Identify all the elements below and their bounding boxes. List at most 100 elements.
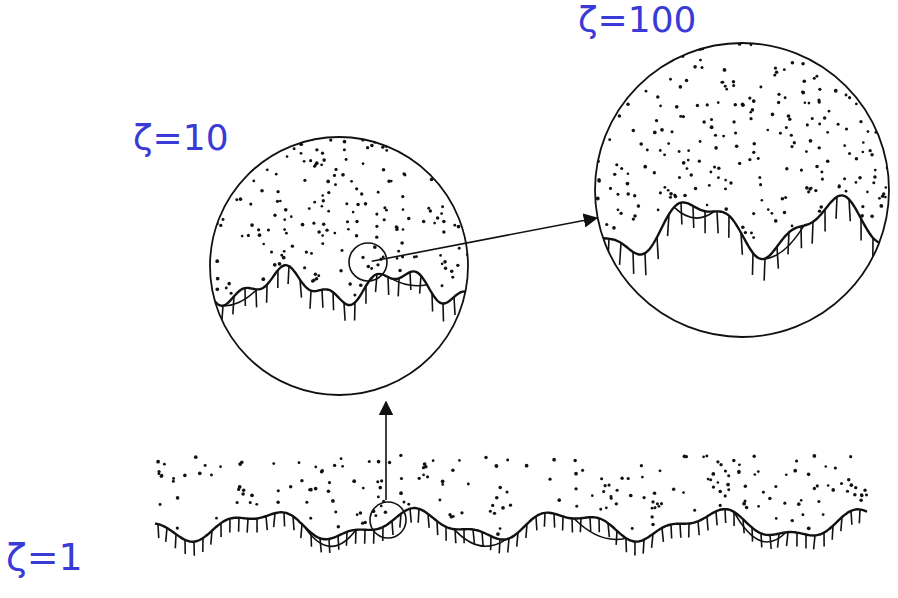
sediment-dot [407, 217, 411, 221]
sediment-dot [761, 199, 764, 202]
sediment-dot [847, 65, 850, 68]
trapped-pocket [734, 512, 786, 542]
sediment-dot [618, 63, 622, 67]
solid-hatch [778, 534, 779, 548]
sediment-dot [387, 180, 390, 183]
sediment-dot [403, 174, 406, 177]
solid-hatch [535, 516, 537, 530]
sediment-dot [352, 211, 355, 214]
sediment-dot [467, 482, 470, 485]
sediment-dot [669, 78, 672, 81]
solid-hatch [688, 523, 690, 537]
sediment-dot [783, 211, 787, 215]
sediment-dot [745, 506, 749, 510]
sediment-dot [413, 255, 416, 258]
sediment-dot [783, 502, 786, 505]
sediment-dot [305, 501, 308, 504]
sediment-dot [699, 140, 702, 143]
sediment-dot [494, 464, 498, 468]
sediment-dot [837, 185, 840, 188]
sediment-dot [801, 91, 805, 95]
sediment-dot [176, 496, 180, 500]
sediment-dot [752, 99, 756, 103]
sediment-dot [653, 171, 656, 174]
sediment-dot [629, 494, 633, 498]
sediment-dot [596, 197, 600, 201]
sediment-dot [273, 214, 276, 217]
sediment-dot [717, 167, 720, 170]
sediment-dot [451, 150, 454, 153]
sediment-dot [277, 489, 280, 492]
sediment-dot [801, 62, 805, 66]
sediment-dot [633, 194, 636, 197]
sediment-dot [641, 476, 644, 479]
sediment-dot [241, 235, 244, 238]
sediment-dot [639, 142, 643, 146]
sediment-dot [785, 473, 788, 476]
solid-hatch [823, 533, 825, 547]
sediment-dot [884, 56, 887, 59]
sediment-dot [633, 214, 637, 218]
sediment-dot [575, 505, 578, 508]
sediment-dot [427, 151, 430, 154]
sediment-dot [407, 503, 410, 506]
sediment-dot [669, 196, 672, 199]
sediment-dot [815, 165, 819, 169]
sediment-dot [260, 189, 264, 193]
magnified-surface [594, 42, 890, 281]
sediment-dot [774, 485, 777, 488]
sediment-dot [278, 262, 282, 266]
sediment-dot [624, 93, 627, 96]
sediment-dot [322, 158, 326, 162]
solid-hatch [698, 521, 699, 535]
sediment-dot [441, 284, 444, 287]
sediment-dot [753, 455, 756, 458]
sediment-dot [631, 527, 634, 530]
sediment-dot [659, 469, 662, 472]
sediment-dot [870, 215, 874, 219]
sediment-dot [385, 149, 388, 152]
sediment-dot [370, 144, 374, 148]
sediment-dot [808, 187, 811, 190]
sediment-dot [663, 186, 666, 189]
sediment-dot [845, 190, 848, 193]
sediment-dot [855, 103, 858, 106]
sediment-dot [872, 181, 875, 184]
sediment-dot [311, 279, 315, 283]
sediment-dot [612, 226, 616, 230]
sediment-dot [334, 510, 337, 513]
sediment-dot [308, 207, 311, 210]
sediment-dot [275, 173, 278, 176]
sediment-dot [682, 491, 685, 494]
solid-hatch [598, 518, 600, 532]
sediment-dot [609, 495, 612, 498]
sediment-dot [656, 95, 660, 99]
sediment-dot [710, 118, 713, 121]
sediment-dot [626, 182, 630, 186]
sediment-dot [258, 156, 262, 160]
sediment-dot [460, 511, 463, 514]
sediment-dot [689, 44, 693, 48]
solid-hatch [728, 216, 730, 238]
trapped-pocket [304, 526, 356, 546]
solid-hatch [175, 534, 177, 548]
sediment-dot [758, 176, 761, 179]
sediment-dot [734, 131, 737, 134]
sediment-dot [314, 466, 317, 469]
sediment-dot [249, 203, 252, 206]
sediment-dot [598, 101, 601, 104]
sediment-dot [322, 199, 325, 202]
sediment-dot [498, 486, 502, 490]
sediment-dot [648, 57, 651, 60]
sediment-dot [757, 157, 760, 160]
sediment-dot [724, 494, 727, 497]
sediment-dot [622, 91, 625, 94]
sediment-dot [811, 117, 814, 120]
sediment-dot [493, 512, 496, 515]
solid-hatch [473, 529, 474, 543]
solid-hatch [490, 536, 492, 550]
solid-hatch [849, 199, 850, 221]
sediment-dot [627, 79, 630, 82]
sediment-dot [732, 459, 735, 462]
sediment-dot [749, 111, 752, 114]
